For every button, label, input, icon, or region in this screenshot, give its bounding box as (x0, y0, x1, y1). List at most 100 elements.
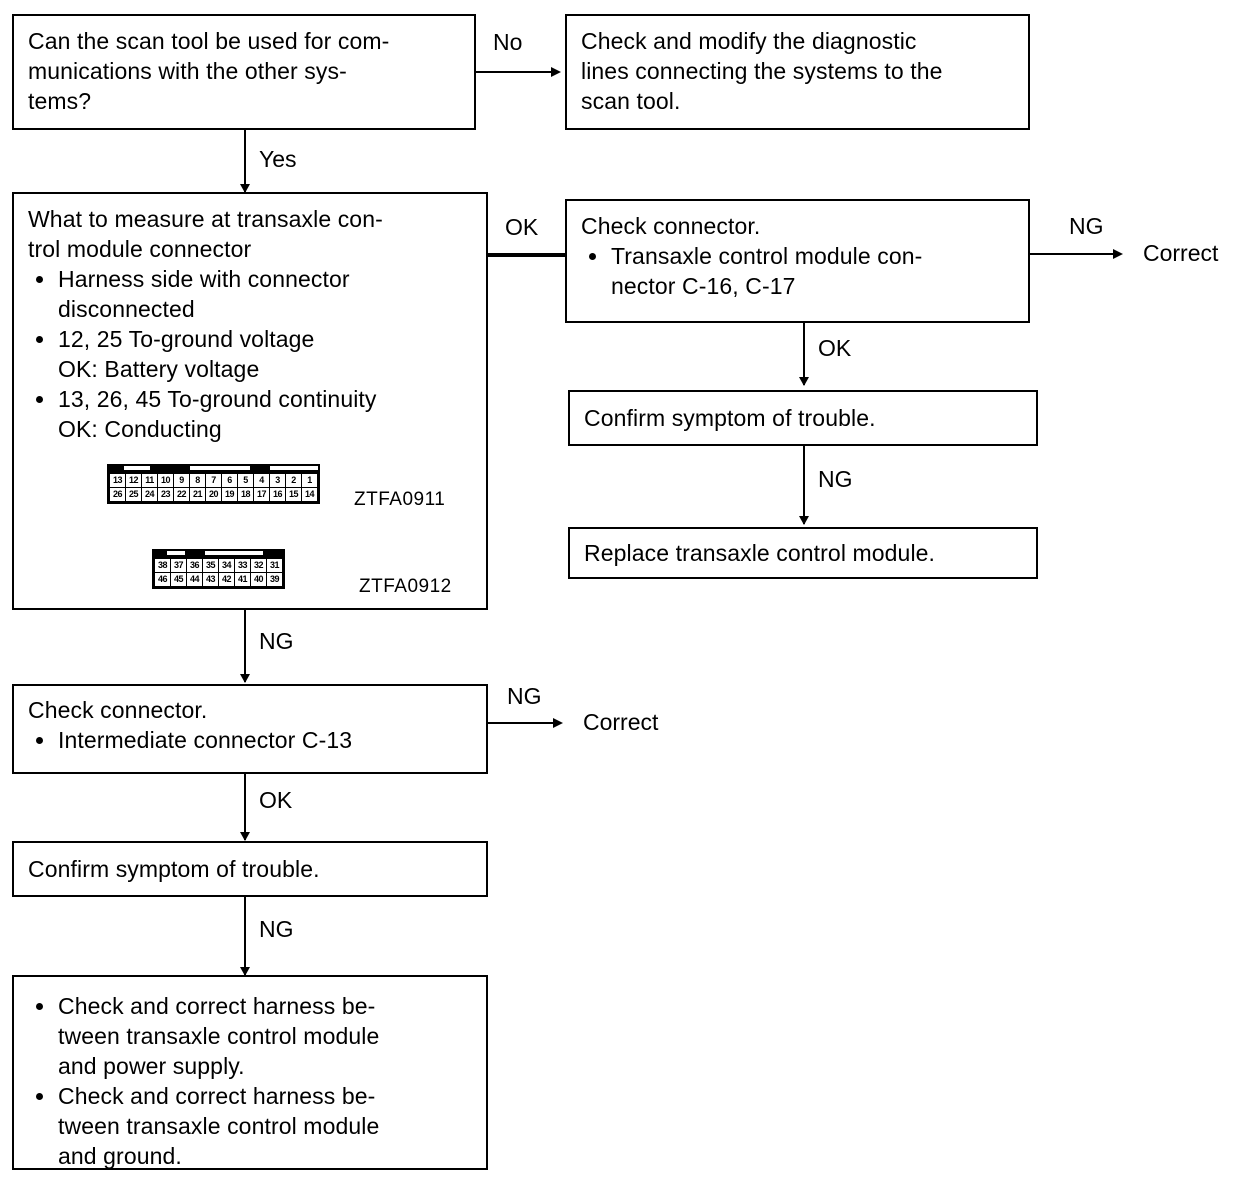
pin-cell: 14 (302, 488, 317, 501)
box-what-to-measure: What to measure at transaxle con- trol m… (12, 192, 488, 610)
pin-cell: 11 (142, 474, 157, 487)
connector-bottom-row: 26 25 24 23 22 21 20 19 18 17 16 15 14 (110, 488, 317, 501)
pin-cell: 4 (254, 474, 269, 487)
pin-cell: 22 (174, 488, 189, 501)
pin-cell: 24 (142, 488, 157, 501)
bullet-text: Check and correct harness be- tween tran… (58, 1083, 380, 1169)
list-item: Intermediate connector C-13 (28, 725, 472, 755)
pin-cell: 2 (286, 474, 301, 487)
box-replace-module: Replace transaxle control module. (568, 527, 1038, 579)
pin-cell: 32 (251, 559, 266, 572)
edge-no-line (476, 71, 553, 73)
check-connector-intermediate-heading: Check connector. (28, 697, 208, 723)
box-confirm-symptom-right: Confirm symptom of trouble. (568, 390, 1038, 446)
edge-ok-to-confirm-left-line (244, 774, 246, 840)
connector-notch (205, 551, 263, 555)
pin-cell: 20 (206, 488, 221, 501)
edge-ng-to-harness-arrowhead (240, 967, 250, 976)
pin-cell: 40 (251, 573, 266, 586)
pin-cell: 31 (267, 559, 282, 572)
pin-cell: 45 (171, 573, 186, 586)
edge-label-ok-to-confirm-left: OK (259, 787, 293, 813)
pin-cell: 1 (302, 474, 317, 487)
connector-notch (190, 466, 250, 470)
edge-ng-bottom-arrowhead (553, 718, 563, 728)
edge-label-no: No (493, 29, 523, 55)
edge-yes-line (244, 130, 246, 192)
box-check-connector-intermediate: Check connector. Intermediate connector … (12, 684, 488, 774)
connector-notch (124, 466, 150, 470)
pin-cell: 3 (270, 474, 285, 487)
terminal-correct-bottom: Correct (583, 709, 659, 735)
box-check-harness: Check and correct harness be- tween tran… (12, 975, 488, 1170)
connector-bottom-row: 46 45 44 43 42 41 40 39 (155, 573, 282, 586)
pin-cell: 42 (219, 573, 234, 586)
connector-notch (270, 466, 318, 470)
what-to-measure-heading: What to measure at transaxle con- trol m… (28, 206, 383, 262)
pin-cell: 15 (286, 488, 301, 501)
confirm-symptom-right-text: Confirm symptom of trouble. (584, 405, 876, 431)
pin-cell: 7 (206, 474, 221, 487)
pin-cell: 10 (158, 474, 173, 487)
list-item: Harness side with connector disconnected (28, 264, 472, 324)
edge-label-ng-top: NG (1069, 213, 1104, 239)
connector-top-row: 38 37 36 35 34 33 32 31 (155, 559, 282, 572)
edge-ng-to-intermediate-line (244, 610, 246, 682)
bullet-text: Check and correct harness be- tween tran… (58, 993, 380, 1079)
edge-yes-arrowhead (240, 184, 250, 193)
pin-cell: 12 (126, 474, 141, 487)
bullet-text: Harness side with connector disconnected (58, 266, 350, 322)
pin-cell: 46 (155, 573, 170, 586)
edge-ok-to-confirm-line (803, 323, 805, 385)
check-connector-tcm-bullet-list: Transaxle control module con- nector C-1… (581, 241, 1014, 301)
edge-label-yes: Yes (259, 146, 297, 172)
connector-tabs (110, 466, 318, 473)
bullet-text: 12, 25 To-ground voltage OK: Battery vol… (58, 326, 315, 382)
pin-cell: 37 (171, 559, 186, 572)
pin-cell: 34 (219, 559, 234, 572)
pin-cell: 21 (190, 488, 205, 501)
connector-shell: 38 37 36 35 34 33 32 31 46 45 44 43 42 4… (152, 549, 285, 589)
pin-cell: 35 (203, 559, 218, 572)
check-connector-tcm-heading: Check connector. (581, 213, 761, 239)
replace-module-text: Replace transaxle control module. (584, 540, 936, 566)
bullet-text: 13, 26, 45 To-ground continuity OK: Cond… (58, 386, 377, 442)
connector-shell: 13 12 11 10 9 8 7 6 5 4 3 2 1 26 25 (107, 464, 320, 504)
pin-cell: 39 (267, 573, 282, 586)
check-harness-bullet-list: Check and correct harness be- tween tran… (28, 991, 472, 1171)
pin-cell: 6 (222, 474, 237, 487)
pin-cell: 16 (270, 488, 285, 501)
box-check-connector-tcm: Check connector. Transaxle control modul… (565, 199, 1030, 323)
edge-label-ng-to-replace: NG (818, 466, 853, 492)
bullet-text: Intermediate connector C-13 (58, 727, 353, 753)
edge-ng-to-replace-line (803, 446, 805, 524)
check-modify-lines-text: Check and modify the diagnostic lines co… (581, 28, 943, 114)
pin-cell: 36 (187, 559, 202, 572)
edge-label-ok-main-to-checkconnector: OK (505, 214, 539, 240)
list-item: 13, 26, 45 To-ground continuity OK: Cond… (28, 384, 472, 444)
pin-cell: 17 (254, 488, 269, 501)
edge-label-ok-to-confirm: OK (818, 335, 852, 361)
list-item: 12, 25 To-ground voltage OK: Battery vol… (28, 324, 472, 384)
edge-ng-to-intermediate-arrowhead (240, 674, 250, 683)
pin-cell: 43 (203, 573, 218, 586)
pin-cell: 5 (238, 474, 253, 487)
pin-cell: 44 (187, 573, 202, 586)
connector-caption-ztfa0912: ZTFA0912 (359, 576, 452, 597)
connector-top-row: 13 12 11 10 9 8 7 6 5 4 3 2 1 (110, 474, 317, 487)
list-item: Check and correct harness be- tween tran… (28, 1081, 472, 1171)
edge-ng-bottom-line (488, 722, 560, 724)
connector-diagram-ztfa0911: 13 12 11 10 9 8 7 6 5 4 3 2 1 26 25 (107, 464, 320, 504)
edge-ok-to-confirm-arrowhead (799, 377, 809, 386)
edge-label-ng-to-intermediate: NG (259, 628, 294, 654)
edge-ok-main-to-checkconnector-line (488, 253, 565, 257)
edge-label-ng-bottom: NG (507, 683, 542, 709)
pin-cell: 41 (235, 573, 250, 586)
edge-no-arrowhead (551, 67, 561, 77)
edge-ok-to-confirm-left-arrowhead (240, 832, 250, 841)
edge-ng-top-arrowhead (1113, 249, 1123, 259)
edge-label-ng-to-harness: NG (259, 916, 294, 942)
pin-cell: 23 (158, 488, 173, 501)
pin-cell: 8 (190, 474, 205, 487)
